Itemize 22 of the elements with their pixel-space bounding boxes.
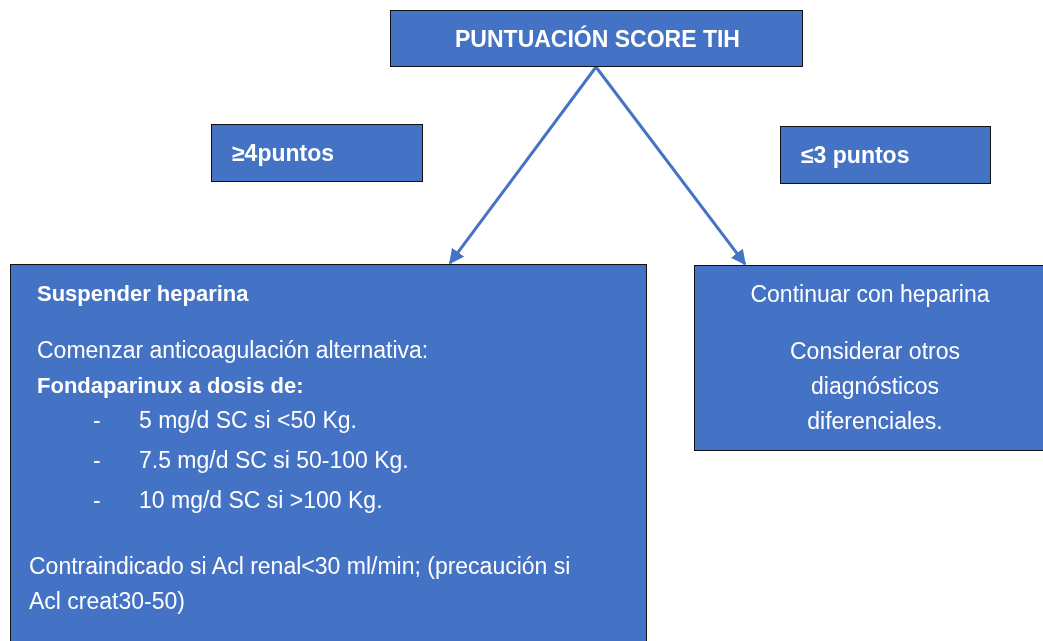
condition-label: ≤3 puntos (801, 141, 911, 170)
list-bullet: - (93, 406, 102, 435)
body-text: Fondaparinux a dosis de: (37, 372, 305, 400)
arrow (448, 66, 598, 265)
action-box (694, 265, 1043, 451)
list-item: 10 mg/d SC si >100 Kg. (139, 486, 384, 515)
condition-label: ≥4puntos (232, 139, 336, 168)
body-text: Considerar otros diagnósticos diferenciales. (789, 337, 961, 436)
list-bullet: - (93, 446, 102, 475)
note-text: Contraindicado si Acl renal<30 ml/min; (precaución si Acl creat30-50) (29, 552, 572, 616)
body-text: Continuar con heparina (749, 280, 991, 309)
condition-box (211, 124, 423, 182)
box-title: PUNTUACIÓN SCORE TIH (454, 24, 741, 54)
list-item: 7.5 mg/d SC si 50-100 Kg. (139, 446, 410, 475)
body-text: Comenzar anticoagulación alternativa: (37, 336, 430, 365)
heading-text: Suspender heparina (37, 280, 250, 308)
action-box (10, 264, 647, 641)
arrow (594, 66, 747, 266)
list-bullet: - (93, 486, 102, 515)
condition-box (780, 126, 991, 184)
list-item: 5 mg/d SC si <50 Kg. (139, 406, 358, 435)
title-box (390, 10, 803, 67)
